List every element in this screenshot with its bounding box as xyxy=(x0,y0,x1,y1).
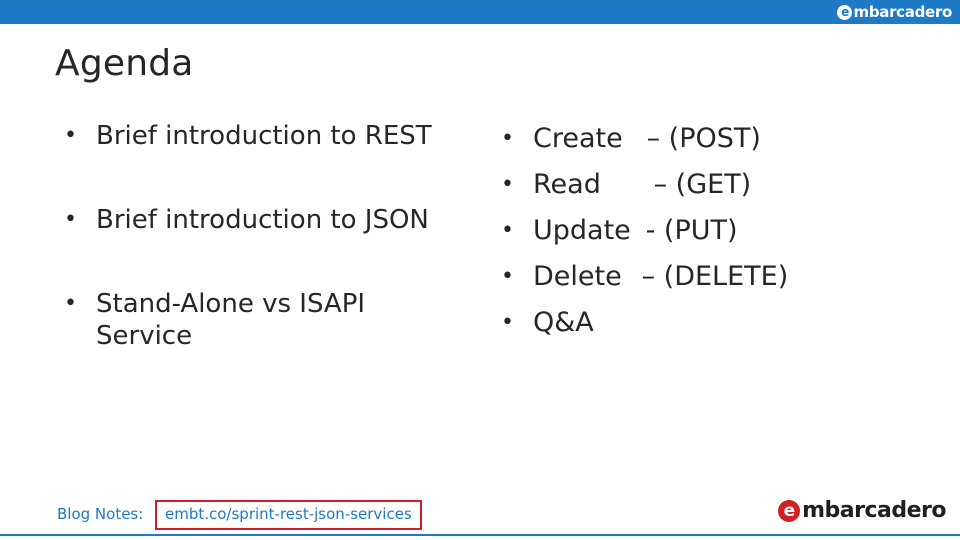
bullet-icon: • xyxy=(501,172,514,197)
crud-operation-name: Q&A xyxy=(533,307,594,338)
blog-link-text[interactable]: embt.co/sprint-rest-json-services xyxy=(165,505,412,523)
agenda-right-list: • Create – (POST) • Read – (GET) • Updat… xyxy=(487,122,907,339)
blog-notes-label: Blog Notes: xyxy=(57,505,144,523)
crud-http-verb: – (POST) xyxy=(646,123,761,154)
list-item: • Read – (GET) xyxy=(487,168,907,201)
crud-operation-name: Delete xyxy=(533,261,622,292)
list-item: • Brief introduction to REST xyxy=(50,120,470,152)
bullet-icon: • xyxy=(64,291,77,316)
bullet-icon: • xyxy=(501,126,514,151)
embarcadero-e-icon: e xyxy=(837,4,853,20)
crud-http-verb: – (DELETE) xyxy=(641,261,789,292)
embarcadero-logo-text: mbarcadero xyxy=(802,498,946,523)
list-item: • Stand-Alone vs ISAPI Service xyxy=(50,288,470,352)
list-item-label: Stand-Alone vs ISAPI xyxy=(96,289,366,319)
crud-operation-name: Create xyxy=(533,123,623,154)
embarcadero-logo-text: mbarcadero xyxy=(853,3,952,21)
crud-http-verb: – (GET) xyxy=(653,169,752,200)
embarcadero-e-icon: e xyxy=(778,499,801,522)
agenda-right-column: • Create – (POST) • Read – (GET) • Updat… xyxy=(487,122,907,352)
bullet-icon: • xyxy=(64,207,77,232)
list-item: • Create – (POST) xyxy=(487,122,907,155)
crud-http-verb: - (PUT) xyxy=(645,215,738,246)
bullet-icon: • xyxy=(501,310,514,335)
list-item-label: Brief introduction to REST xyxy=(96,121,432,151)
agenda-left-list: • Brief introduction to REST • Brief int… xyxy=(50,120,470,352)
list-item: • Q&A xyxy=(487,306,907,339)
crud-operation-name: Read xyxy=(533,169,601,200)
list-item-label: Brief introduction to JSON xyxy=(96,205,429,235)
crud-operation-name: Update xyxy=(533,215,631,246)
bullet-icon: • xyxy=(501,264,514,289)
list-item: • Delete – (DELETE) xyxy=(487,260,907,293)
bullet-icon: • xyxy=(501,218,514,243)
list-item: • Update - (PUT) xyxy=(487,214,907,247)
footer-divider xyxy=(0,534,960,536)
list-item: • Brief introduction to JSON xyxy=(50,204,470,236)
agenda-left-column: • Brief introduction to REST • Brief int… xyxy=(50,120,470,352)
blog-link-box[interactable]: embt.co/sprint-rest-json-services xyxy=(155,500,422,530)
bullet-icon: • xyxy=(64,123,77,148)
page-title: Agenda xyxy=(55,43,194,84)
list-item-label-line2: Service xyxy=(96,321,193,351)
